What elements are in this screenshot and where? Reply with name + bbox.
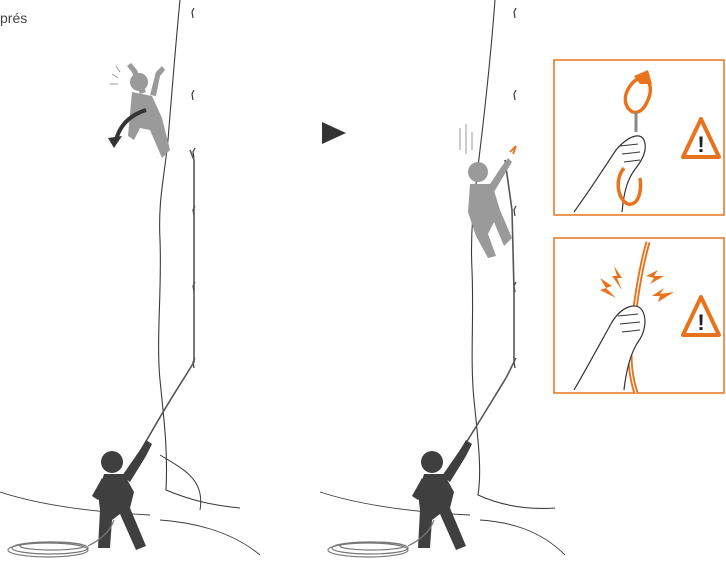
rope-grab-panel: ! (554, 238, 724, 393)
warning-mark: ! (697, 132, 704, 157)
right-orange-quickdraw (510, 146, 516, 154)
left-rock-wall (159, 0, 240, 508)
left-rope-coil (8, 520, 114, 557)
fall-motion-lines (460, 124, 472, 154)
carabiner-misuse-panel: ! (554, 60, 724, 215)
right-climber (468, 158, 512, 258)
play-arrow-icon (322, 122, 346, 144)
right-belayer (412, 440, 472, 550)
warning-mark: ! (697, 310, 704, 335)
fall-burst (110, 66, 120, 84)
left-scene (0, 0, 260, 557)
left-falling-climber (127, 63, 170, 158)
right-scene (320, 0, 565, 557)
left-belayer (92, 440, 152, 550)
right-rope-coil (328, 520, 434, 557)
